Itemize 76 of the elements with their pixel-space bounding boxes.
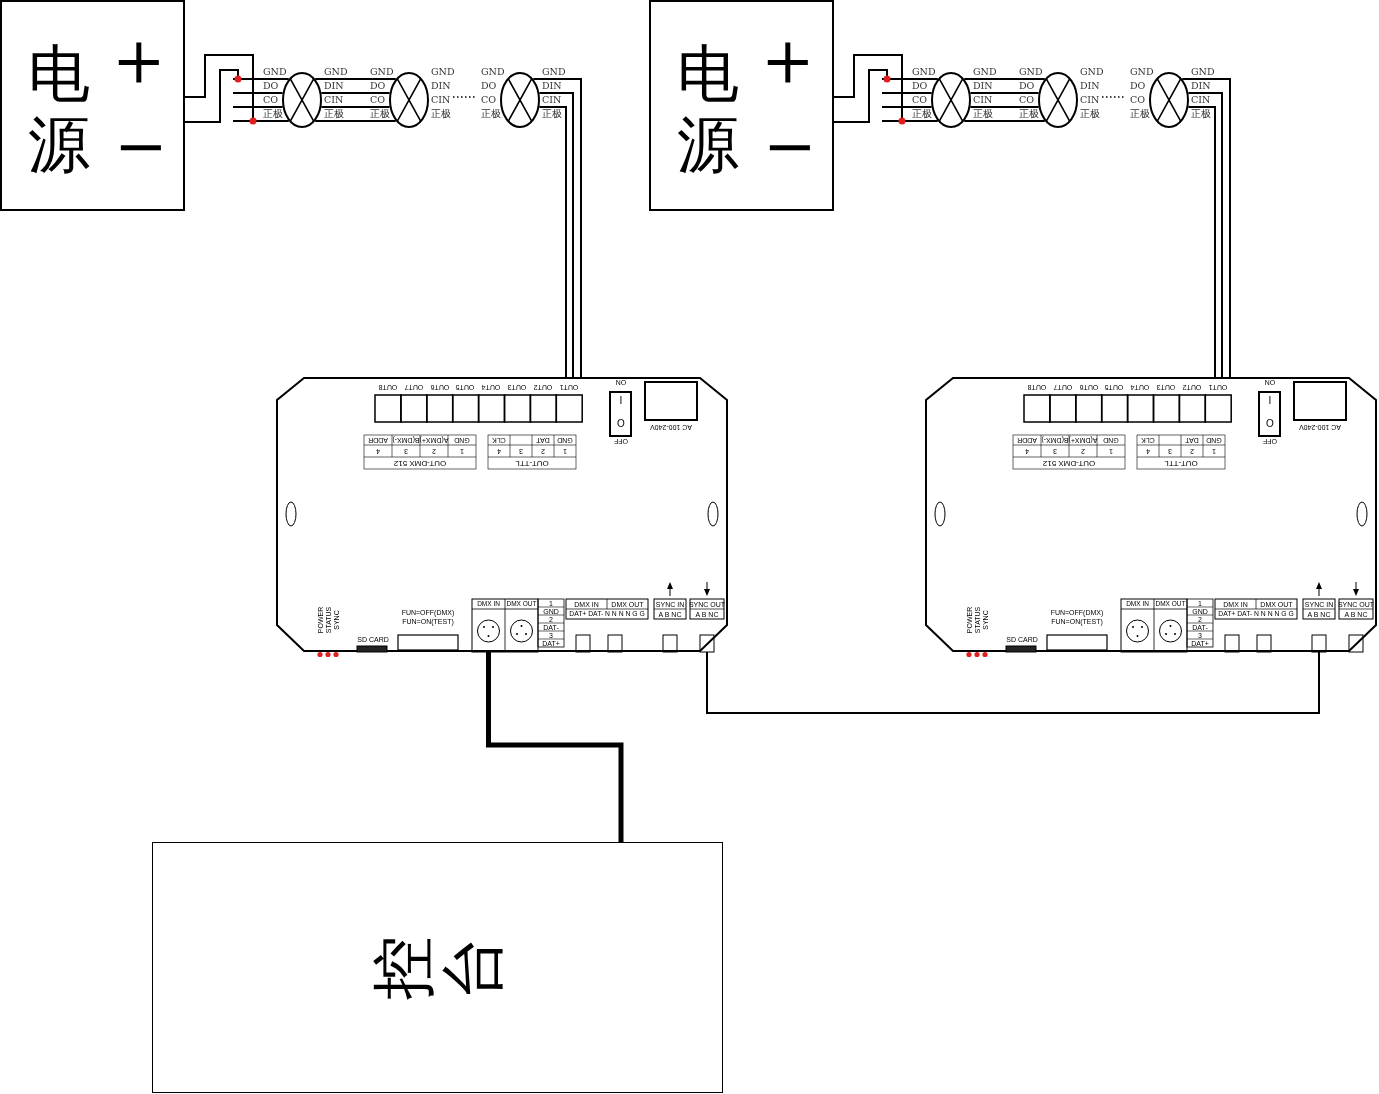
wire-bundle bbox=[314, 78, 397, 122]
pin-label: GND bbox=[542, 66, 566, 76]
pin-label: DIN bbox=[1191, 80, 1211, 90]
console-label: 控台 bbox=[367, 934, 508, 1002]
pin-label: CIN bbox=[431, 94, 451, 104]
pin-label: 正极 bbox=[912, 108, 932, 118]
wire bbox=[706, 651, 1320, 714]
pin-label: 正极 bbox=[1130, 108, 1150, 118]
pin-label: CIN bbox=[324, 94, 344, 104]
pin-label: DO bbox=[1019, 80, 1035, 90]
pin-label: DO bbox=[912, 80, 928, 90]
wire-bundle bbox=[1181, 78, 1231, 378]
pin-label: DO bbox=[263, 80, 279, 90]
pin-label: 正极 bbox=[542, 108, 562, 118]
pin-label: CO bbox=[370, 94, 386, 104]
pin-label: 正极 bbox=[370, 108, 390, 118]
pin-label: 正极 bbox=[973, 108, 993, 118]
polarity-sign: + bbox=[761, 28, 815, 92]
pin-label: GND bbox=[431, 66, 455, 76]
pin-label: CO bbox=[912, 94, 928, 104]
pin-label: CO bbox=[1019, 94, 1035, 104]
pin-label: CIN bbox=[1080, 94, 1100, 104]
pin-label: GND bbox=[973, 66, 997, 76]
pin-label: 正极 bbox=[481, 108, 501, 118]
pin-label: DO bbox=[481, 80, 497, 90]
table-title: OUT-DMX 512 bbox=[1042, 459, 1096, 467]
polarity-sign: − bbox=[763, 114, 817, 178]
pin-label: GND bbox=[370, 66, 394, 76]
pin-label: 正极 bbox=[1019, 108, 1039, 118]
switch-symbol: I bbox=[619, 396, 623, 406]
table-title: OUT-DMX 512 bbox=[393, 459, 447, 467]
pin-label: GND bbox=[912, 66, 936, 76]
switch-symbol: I bbox=[1268, 396, 1272, 406]
power-supply-box bbox=[649, 0, 834, 211]
pin-label: DO bbox=[370, 80, 386, 90]
wire-bundle bbox=[184, 54, 290, 123]
dotted-line bbox=[1101, 96, 1127, 98]
pin-label: CIN bbox=[542, 94, 562, 104]
pin-label: GND bbox=[263, 66, 287, 76]
pin-label: DIN bbox=[1080, 80, 1100, 90]
pin-label: CIN bbox=[973, 94, 993, 104]
pin-label: GND bbox=[324, 66, 348, 76]
pin-label: GND bbox=[1191, 66, 1215, 76]
table-title: OUT-TTL bbox=[515, 459, 549, 467]
pin-label: DIN bbox=[973, 80, 993, 90]
pin-label: DIN bbox=[324, 80, 344, 90]
switch-symbol: O bbox=[617, 419, 625, 429]
pin-label: DIN bbox=[431, 80, 451, 90]
pin-label: DIN bbox=[542, 80, 562, 90]
pin-label: DO bbox=[1130, 80, 1146, 90]
wire-bundle bbox=[833, 54, 939, 123]
pin-label: 正极 bbox=[431, 108, 451, 118]
switch-symbol: O bbox=[1266, 419, 1274, 429]
supply-label: 电源 bbox=[675, 38, 740, 181]
console-box bbox=[152, 842, 723, 1093]
pin-label: GND bbox=[481, 66, 505, 76]
pin-label: GND bbox=[1019, 66, 1043, 76]
pin-label: GND bbox=[1080, 66, 1104, 76]
pin-label: 正极 bbox=[263, 108, 283, 118]
wire-bundle bbox=[532, 78, 582, 378]
pin-label: CO bbox=[263, 94, 279, 104]
pin-label: CO bbox=[1130, 94, 1146, 104]
pin-label: GND bbox=[1130, 66, 1154, 76]
supply-label: 电源 bbox=[26, 38, 91, 181]
wire-bundle bbox=[963, 78, 1046, 122]
polarity-sign: + bbox=[112, 28, 166, 92]
table-title: OUT-TTL bbox=[1164, 459, 1198, 467]
power-supply-box bbox=[0, 0, 185, 211]
pin-label: 正极 bbox=[1191, 108, 1211, 118]
pin-label: 正极 bbox=[1080, 108, 1100, 118]
cable bbox=[486, 652, 624, 842]
dotted-line bbox=[452, 96, 478, 98]
polarity-sign: − bbox=[114, 114, 168, 178]
pin-label: CIN bbox=[1191, 94, 1211, 104]
pin-label: CO bbox=[481, 94, 497, 104]
pin-label: 正极 bbox=[324, 108, 344, 118]
